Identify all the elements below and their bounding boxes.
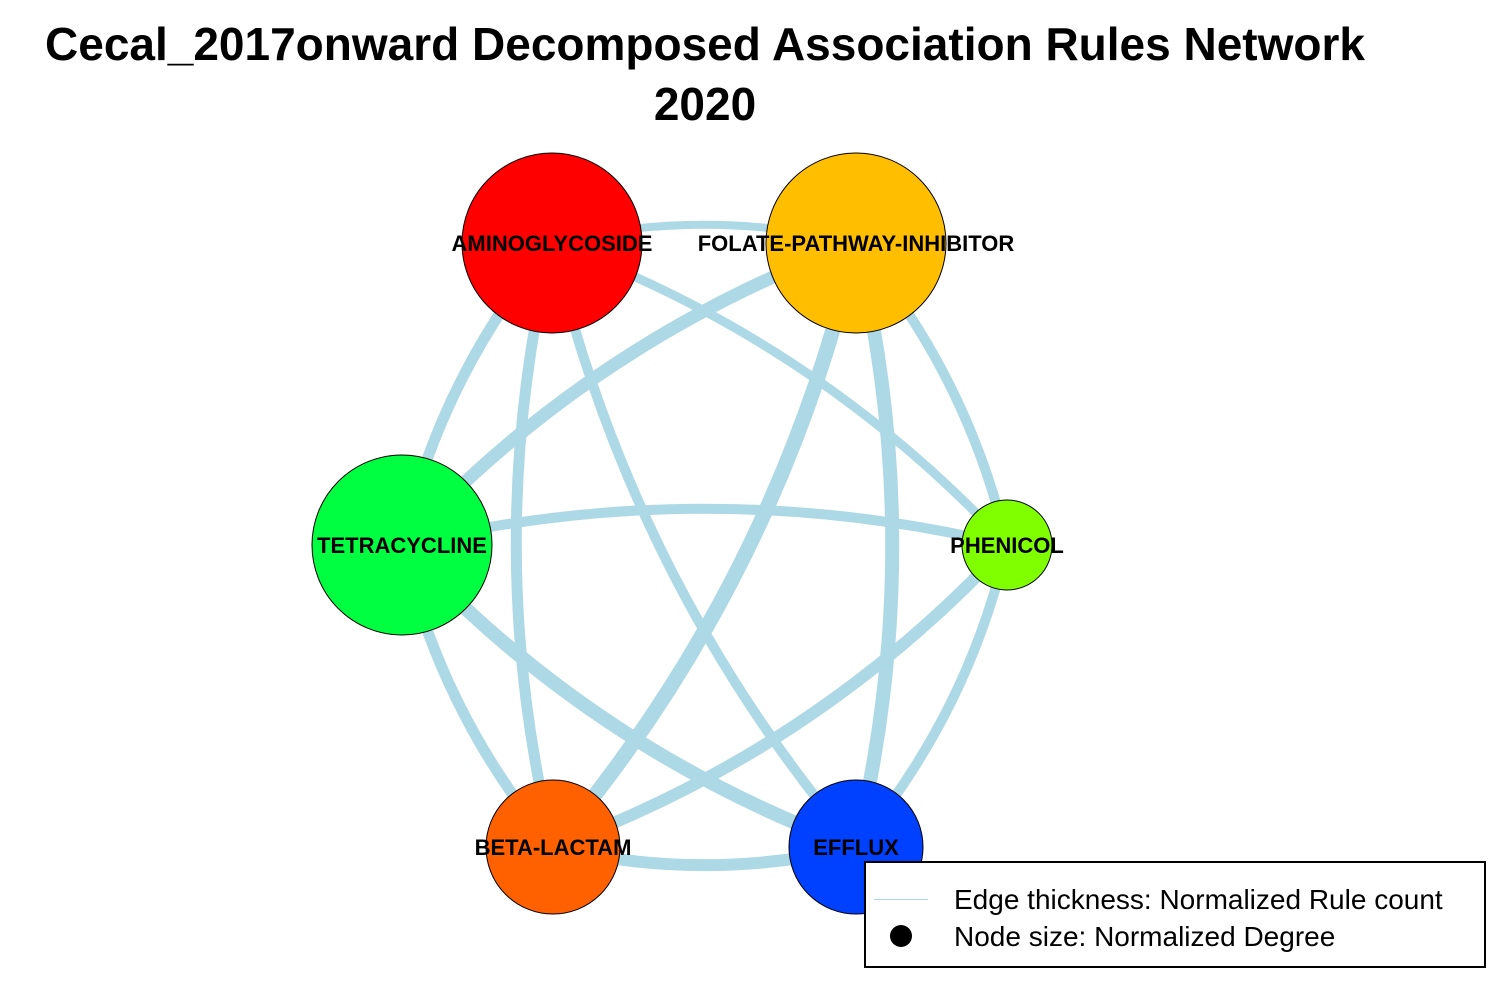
- node-beta-lactam[interactable]: [485, 779, 621, 915]
- node-aminoglycoside[interactable]: [461, 152, 643, 334]
- edge-folate-pathway-inhibitor-efflux: [849, 241, 900, 849]
- node-folate-pathway-inhibitor[interactable]: [765, 152, 947, 334]
- title-line-2: 2020: [653, 78, 757, 130]
- node-label-beta-lactam: BETA-LACTAM: [475, 835, 632, 860]
- legend: Edge thickness: Normalized Rule count No…: [864, 861, 1486, 968]
- nodes-layer: [311, 152, 1053, 915]
- edge-phenicol-beta-lactam: [550, 540, 1012, 853]
- legend-node-text: Node size: Normalized Degree: [954, 921, 1336, 952]
- edges-layer: [396, 220, 1012, 872]
- node-label-tetracycline: TETRACYCLINE: [317, 533, 487, 558]
- legend-node-row: Node size: Normalized Degree: [866, 919, 1484, 955]
- node-tetracycline[interactable]: [311, 454, 493, 636]
- legend-edge-symbol: [874, 899, 928, 900]
- title-line-1: Cecal_2017onward Decomposed Association …: [45, 18, 1365, 70]
- edge-aminoglycoside-efflux: [547, 241, 860, 851]
- node-label-phenicol: PHENICOL: [950, 533, 1064, 558]
- labels-layer: AMINOGLYCOSIDE FOLATE-PATHWAY-INHIBITOR PH…: [317, 231, 1064, 860]
- edge-aminoglycoside-beta-lactam: [510, 241, 559, 849]
- node-label-aminoglycoside: AMINOGLYCOSIDE: [452, 231, 653, 256]
- legend-edge-row: Edge thickness: Normalized Rule count: [866, 882, 1484, 918]
- legend-edge-text: Edge thickness: Normalized Rule count: [954, 884, 1443, 915]
- node-label-folate-pathway-inhibitor: FOLATE-PATHWAY-INHIBITOR: [698, 231, 1015, 256]
- edge-folate-pathway-inhibitor-beta-lactam: [547, 241, 864, 852]
- node-label-efflux: EFFLUX: [813, 835, 899, 860]
- legend-node-symbol: [890, 925, 912, 947]
- node-phenicol[interactable]: [961, 499, 1053, 591]
- edge-phenicol-tetracycline: [400, 503, 1009, 550]
- chart-title: Cecal_2017onward Decomposed Association …: [0, 14, 1410, 134]
